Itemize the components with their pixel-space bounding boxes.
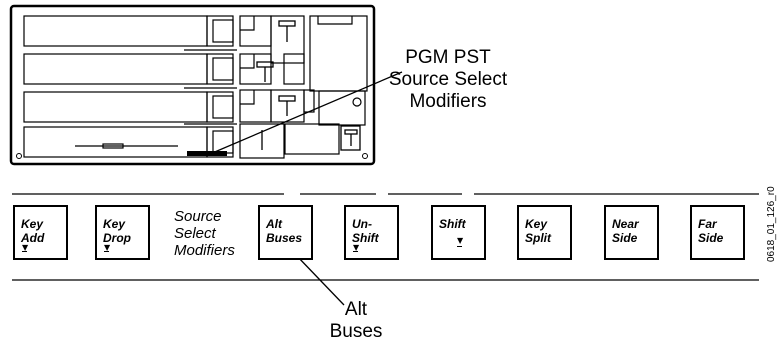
key-add-button[interactable]: Key Add▼: [13, 205, 68, 260]
t-bar-icon-3: [278, 95, 296, 116]
alt-buses-button[interactable]: Alt Buses: [258, 205, 313, 260]
panel-screw-left: [16, 153, 22, 159]
t-bar-icon-5: [340, 125, 361, 151]
key-drop-label-1: Key: [103, 217, 126, 231]
row-label-line-2: Select: [174, 225, 216, 242]
alt-buses-label-1: Alt: [266, 217, 282, 231]
key-drop-label-2: Drop: [103, 231, 131, 245]
figure-id: 0618_01_126_r0: [766, 186, 777, 262]
t-bar-icon-1: [278, 20, 296, 42]
far-side-button[interactable]: Far Side: [690, 205, 745, 260]
alt-buses-callout-line-2: Buses: [329, 321, 383, 342]
key-add-label-1: Key: [21, 217, 44, 231]
far-side-label-1: Far: [698, 217, 717, 231]
near-side-label-1: Near: [612, 217, 639, 231]
key-split-label-2: Split: [525, 231, 551, 245]
shift-button[interactable]: Shift ▼: [431, 205, 486, 260]
key-drop-button[interactable]: Key Drop▼: [95, 205, 150, 260]
un-shift-button[interactable]: Un- Shift▼: [344, 205, 399, 260]
pgm-pst-callout: PGM PST Source Select Modifiers: [382, 47, 514, 113]
alt-buses-callout: Alt Buses: [326, 299, 386, 343]
pgm-pst-leader-line: [209, 71, 403, 155]
panel-screw-right: [362, 153, 368, 159]
row-rules: [12, 193, 759, 281]
pgm-pst-callout-line-2: Source Select: [388, 69, 508, 90]
source-select-modifiers-label: Source Select Modifiers: [174, 208, 235, 259]
un-shift-label-1: Un-: [352, 217, 372, 231]
down-triangle-icon: ▼: [353, 243, 360, 252]
source-select-modifier-block: [187, 151, 227, 156]
near-side-label-2: Side: [612, 231, 638, 245]
down-triangle-icon: ▼: [22, 243, 29, 252]
pgm-pst-callout-line-3: Modifiers: [409, 91, 487, 112]
alt-buses-callout-line-1: Alt: [344, 299, 368, 320]
un-shift-label-2: Shift: [352, 231, 379, 245]
transition-modules: [239, 15, 340, 159]
panel-outline: [9, 4, 376, 166]
shift-label-1: Shift: [439, 217, 466, 231]
row-label-line-1: Source: [174, 208, 222, 225]
pgm-pst-callout-line-1: PGM PST: [405, 47, 491, 68]
row-label-line-3: Modifiers: [174, 242, 235, 259]
t-bar-icons: [256, 20, 361, 151]
down-triangle-icon: ▼: [104, 243, 111, 252]
t-bar-icon-2: [256, 61, 274, 82]
row-end-modules: [184, 15, 237, 158]
key-add-label-2: Add: [21, 231, 45, 245]
alt-buses-label-2: Buses: [266, 231, 303, 245]
key-split-label-1: Key: [525, 217, 548, 231]
key-split-button[interactable]: Key Split: [517, 205, 572, 260]
down-triangle-icon: ▼: [457, 236, 464, 247]
far-side-label-2: Side: [698, 231, 724, 245]
near-side-button[interactable]: Near Side: [604, 205, 659, 260]
